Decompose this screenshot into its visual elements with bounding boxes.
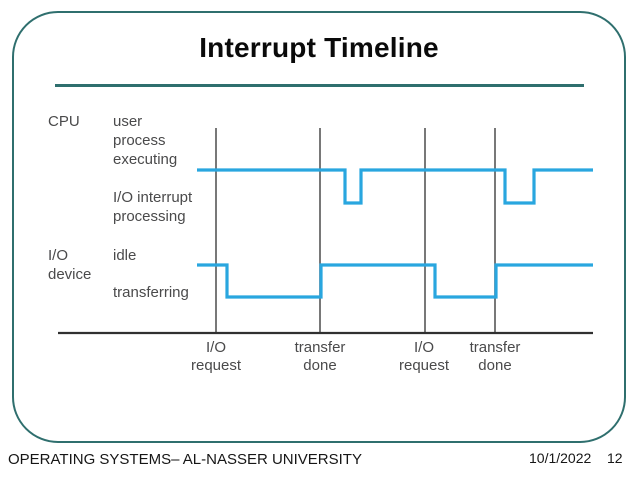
label-line: I/O [48, 247, 69, 264]
cpu-row-label: CPU [48, 113, 80, 130]
label-line: transfer [469, 339, 521, 356]
label-line: done [478, 357, 512, 374]
io-idle-label: idle [113, 247, 137, 264]
label-line: I/O [413, 339, 435, 356]
io-device-state-waveform [197, 263, 593, 299]
cpu-user-process-executing-label: user process executing [113, 112, 177, 169]
label-line: I/O [205, 339, 227, 356]
footer-page-number: 12 [607, 450, 623, 466]
label-line: request [398, 357, 450, 374]
label-line: I/O interrupt [113, 189, 193, 206]
label-line: device [48, 266, 92, 283]
label-line: process [113, 132, 166, 149]
io-transferring-label: transferring [113, 284, 189, 301]
slide-title: Interrupt Timeline [199, 32, 439, 63]
cpu-state-waveform [197, 168, 593, 205]
label-line: processing [113, 208, 186, 225]
title-underline [55, 84, 584, 87]
footer-course-text: OPERATING SYSTEMS– AL-NASSER UNIVERSITY [8, 451, 362, 468]
footer-date: 10/1/2022 [529, 450, 592, 466]
cpu-io-interrupt-processing-label: I/O interrupt processing [113, 188, 192, 226]
label-line: request [190, 357, 242, 374]
label-line: executing [113, 151, 178, 168]
label-line: done [303, 357, 337, 374]
slide-border [12, 11, 626, 443]
label-line: transfer [294, 339, 346, 356]
io-device-row-label: I/O device [48, 246, 91, 284]
label-line: user [113, 113, 143, 130]
